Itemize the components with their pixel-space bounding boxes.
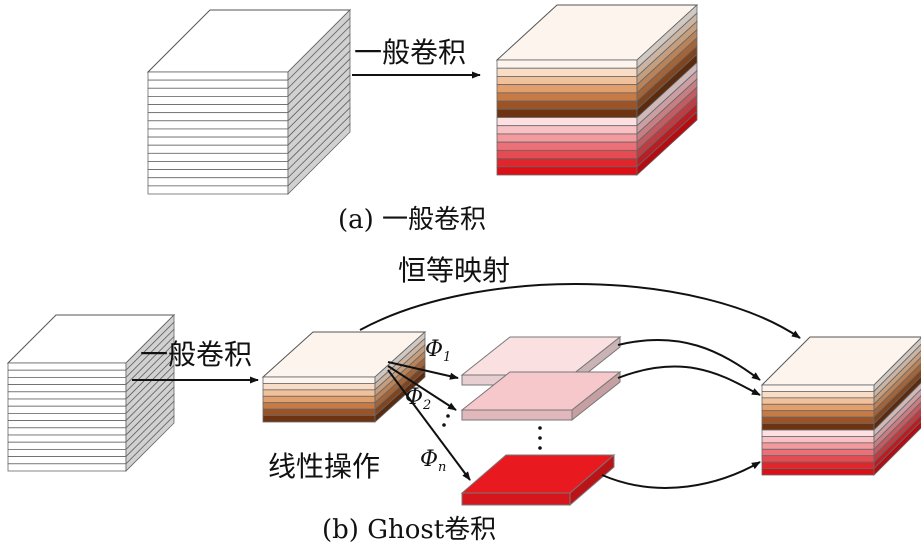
- arrow-identity: [359, 283, 801, 339]
- phi2-label: Φ2: [405, 385, 431, 413]
- ghost-map-n: [460, 453, 616, 507]
- conv-label-a: 一般卷积: [354, 36, 466, 69]
- arrows: [132, 71, 801, 489]
- input-cube-b: [6, 314, 176, 472]
- output-cube-a: [495, 4, 699, 176]
- input-cube-a: [146, 9, 352, 195]
- caption-b: (b) Ghost卷积: [322, 515, 496, 545]
- arrow-ghost2-out: [617, 365, 761, 396]
- output-cube-b: [760, 336, 921, 476]
- arrow-ghostn-out: [601, 461, 761, 489]
- phi1-label: Φ1: [425, 337, 451, 365]
- arrow-phin: [387, 369, 471, 481]
- arrow-ghost1-out: [617, 338, 761, 381]
- caption-a: (a) 一般卷积: [338, 205, 486, 235]
- arrow-phi2: [387, 365, 457, 411]
- arrow-phi1: [387, 361, 459, 380]
- phin-label: Φn: [420, 447, 446, 475]
- identity-label: 恒等映射: [398, 254, 510, 287]
- conv-label-b: 一般卷积: [140, 338, 252, 371]
- ellipsis-dots: [442, 405, 542, 450]
- ghost-map-2: [460, 370, 622, 422]
- linear-op-label: 线性操作: [268, 450, 380, 483]
- intrinsic-cube-b: [261, 331, 427, 423]
